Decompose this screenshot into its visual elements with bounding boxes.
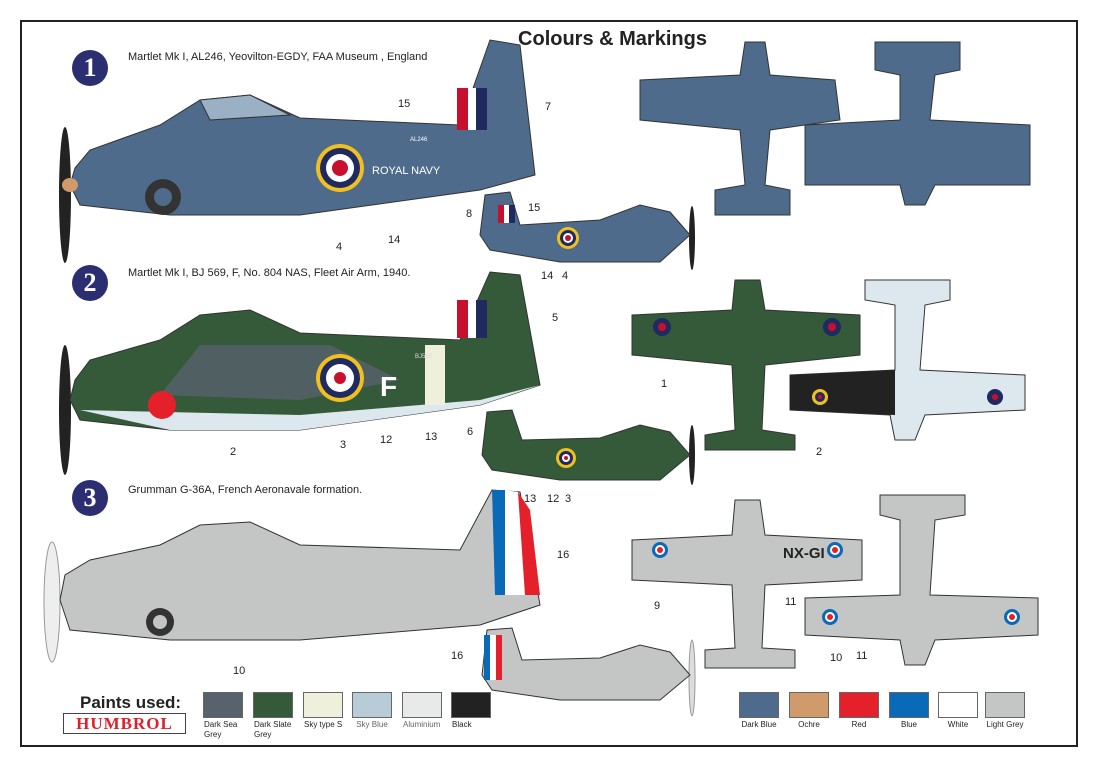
paint-swatch-label: Black	[452, 720, 472, 729]
paint-swatch-label: Ochre	[798, 720, 820, 729]
aircraft-3-side-profile	[43, 489, 541, 663]
callout: 4	[562, 270, 568, 282]
callout: 15	[528, 202, 540, 214]
paint-swatch	[839, 692, 879, 718]
scheme-number-2: 2	[72, 265, 108, 301]
aircraft-3-bottom-view	[804, 494, 1039, 666]
paints-label: Paints used:	[80, 693, 182, 712]
aircraft-2-top-view	[631, 279, 861, 451]
callout: 13	[425, 431, 437, 443]
paint-swatch	[402, 692, 442, 718]
callout: 2	[230, 446, 236, 458]
aircraft-1-bottom-view	[804, 41, 1031, 206]
aircraft-2-side-profile: F BJ569	[59, 271, 541, 475]
callout: 1	[661, 378, 667, 390]
humbrol-logo: HUMBROL	[63, 713, 186, 734]
callout: 11	[785, 596, 796, 608]
paint-swatch-label: Sky type S	[304, 720, 343, 729]
paint-swatch-label: Blue	[900, 720, 917, 729]
paint-swatch	[889, 692, 929, 718]
callout: 2	[816, 446, 822, 458]
scheme-number-3: 3	[72, 480, 108, 516]
paint-swatch-label: Dark Blue	[741, 720, 777, 729]
aircraft-1-side-profile-small	[479, 191, 695, 270]
paint-swatch	[203, 692, 243, 718]
callout: 12	[380, 434, 392, 446]
serial-lettering: AL246	[410, 137, 428, 143]
paint-swatch	[303, 692, 343, 718]
callout: 10	[233, 665, 245, 677]
callout: 10	[830, 652, 842, 664]
paint-swatch	[253, 692, 293, 718]
serial-lettering: BJ569	[415, 354, 433, 360]
page-title: Colours & Markings	[518, 28, 707, 50]
paint-swatch	[985, 692, 1025, 718]
paint-swatch-label: Sky Blue	[356, 720, 388, 729]
callout: 9	[654, 600, 660, 612]
callout: 8	[466, 208, 472, 220]
callout: 4	[336, 241, 342, 253]
paint-swatch-label: Red	[851, 720, 867, 729]
callout: 11	[856, 650, 867, 662]
aircraft-3-top-view: NX-GI	[631, 499, 863, 669]
aircraft-3-side-profile-small	[481, 627, 696, 717]
scheme-caption-1: Martlet Mk I, AL246, Yeovilton-EGDY, FAA…	[128, 51, 428, 63]
aircraft-2-bottom-view	[789, 279, 1026, 441]
aircraft-1-side-profile: ROYAL NAVY AL246	[59, 39, 536, 263]
callouts: 15 7 4 14 8 15 14 4 5 2 3 12 13 6 13 12 …	[230, 98, 867, 677]
fuselage-lettering: ROYAL NAVY	[372, 165, 441, 177]
callout: 3	[565, 493, 571, 505]
page-frame	[20, 20, 1078, 747]
paint-swatch-label: Dark Slate Grey	[254, 720, 292, 739]
callout: 13	[524, 493, 536, 505]
callout: 16	[451, 650, 463, 662]
callout: 6	[467, 426, 473, 438]
paint-swatch	[789, 692, 829, 718]
aircraft-1-top-view	[639, 41, 841, 216]
paint-swatch-label: Aluminium	[403, 720, 441, 729]
paint-swatch-label: Dark Sea Grey	[204, 720, 238, 739]
paint-swatch	[938, 692, 978, 718]
callout: 3	[340, 439, 346, 451]
code-letter: F	[380, 371, 397, 402]
callout: 15	[398, 98, 410, 110]
paint-swatch	[451, 692, 491, 718]
paint-swatch	[352, 692, 392, 718]
paint-swatch-label: White	[947, 720, 969, 729]
paint-swatch	[739, 692, 779, 718]
scheme-number-1: 1	[72, 50, 108, 86]
callout: 7	[545, 101, 551, 113]
callout: 5	[552, 312, 558, 324]
aircraft-2-side-profile-small	[481, 409, 695, 485]
callout: 12	[547, 493, 559, 505]
scheme-caption-3: Grumman G-36A, French Aeronavale formati…	[128, 484, 363, 496]
callout: 16	[557, 549, 569, 561]
callout: 14	[388, 234, 400, 246]
callout: 14	[541, 270, 553, 282]
wing-code-top: NX-GI	[783, 545, 825, 562]
paint-swatch-label: Light Grey	[986, 720, 1024, 729]
scheme-caption-2: Martlet Mk I, BJ 569, F, No. 804 NAS, Fl…	[128, 267, 411, 279]
